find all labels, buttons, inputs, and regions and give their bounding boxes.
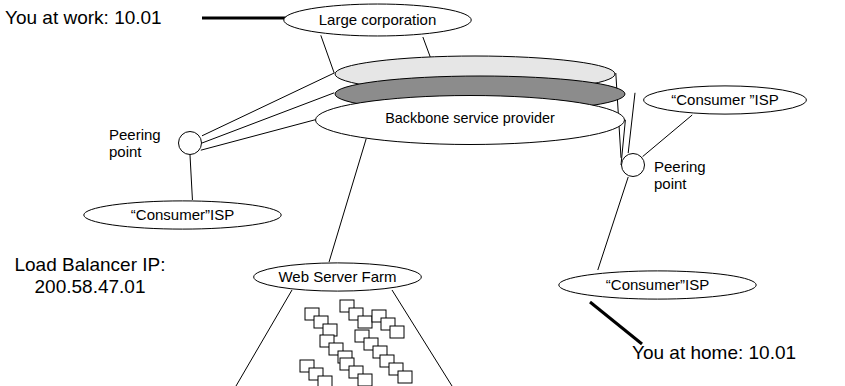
node-label: Large corporation [283, 3, 472, 29]
node-label: Peering point [109, 126, 169, 161]
server-box [390, 326, 404, 338]
node-label: Backbone service provider [315, 110, 625, 127]
connector-line [329, 139, 366, 262]
organization-ellipse: Large corporation [283, 3, 472, 37]
connector-line [643, 115, 693, 157]
server-box [323, 324, 337, 336]
server-box [398, 371, 412, 383]
farm-line [236, 290, 292, 386]
server-boxes [300, 300, 412, 386]
front-ellipse [316, 96, 625, 145]
backbone-ellipse: Backbone service provider [315, 55, 635, 145]
server-box [358, 316, 372, 328]
isp-ellipse: “Consumer ”ISP [643, 85, 807, 115]
text-label: Load Balancer IP: 200.58.47.01 [5, 254, 175, 298]
connector-line [321, 35, 334, 73]
peering-point: Peering point [178, 131, 202, 155]
server-box [358, 374, 372, 386]
server-box [318, 376, 332, 386]
connector-line [202, 93, 334, 143]
ellipse-shape [84, 201, 281, 229]
node-label: “Consumer”ISP [83, 200, 282, 224]
node-label: Web Server Farm [253, 262, 422, 286]
connector-line [598, 177, 628, 270]
server-farm-ellipse: Web Server Farm [253, 262, 422, 292]
ellipse-shape [559, 271, 756, 299]
ellipse-outline [315, 55, 635, 145]
ellipse-shape [644, 86, 807, 114]
node-label: Peering point [654, 158, 714, 193]
connector-line [202, 73, 334, 136]
text-label: You at home: 10.01 [632, 342, 796, 364]
ellipse-shape [254, 263, 422, 291]
peering-point: Peering point [621, 153, 645, 177]
isp-ellipse: “Consumer”ISP [558, 270, 757, 300]
connector-line [190, 155, 192, 200]
isp-ellipse: “Consumer”ISP [83, 200, 282, 230]
leader-line [590, 302, 642, 344]
text-label: You at work: 10.01 [5, 7, 162, 29]
connector-line [201, 120, 315, 150]
node-label: “Consumer”ISP [558, 270, 757, 294]
node-label: “Consumer ”ISP [643, 85, 807, 109]
connector-line [628, 93, 635, 153]
